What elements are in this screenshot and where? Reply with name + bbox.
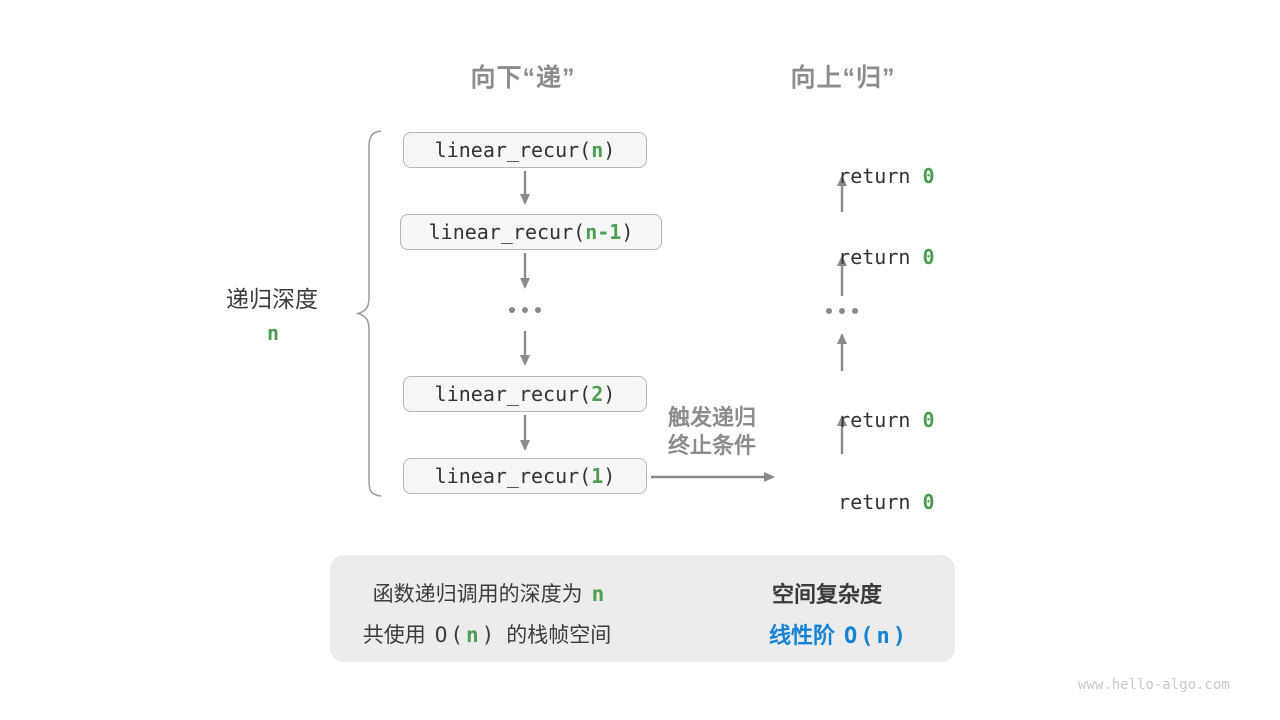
return-value: 0 (922, 490, 935, 514)
call-arg: 2 (591, 382, 604, 406)
summary-panel (330, 555, 955, 662)
watermark: www.hello-algo.com (1078, 677, 1230, 693)
call-box-1: linear_recur(1) (403, 458, 647, 494)
call-arg: n (591, 138, 604, 162)
header-ascend: 向上“归” (790, 64, 896, 92)
header-descend: 向下“递” (470, 64, 576, 92)
call-arg: n-1 (585, 220, 622, 244)
summary-var-n: n (591, 582, 608, 606)
recursion-depth-label: 递归深度 (226, 286, 318, 312)
call-box-2: linear_recur(2) (403, 376, 647, 412)
call-code: linear_recur( (434, 138, 592, 162)
ellipsis-left-icon (509, 307, 541, 313)
call-code: linear_recur( (434, 464, 592, 488)
return-value: 0 (922, 245, 935, 269)
recursion-depth-brace (355, 130, 382, 497)
return-value: 0 (922, 408, 935, 432)
recursion-depth-value: n (266, 321, 280, 345)
return-statement: return 0 (838, 408, 935, 432)
call-code: linear_recur( (434, 382, 592, 406)
return-value: 0 (922, 164, 935, 188)
return-statement: return 0 (838, 490, 935, 514)
call-box-n: linear_recur(n) (403, 132, 647, 168)
base-case-label: 触发递归 终止条件 (667, 405, 757, 458)
call-box-n-1: linear_recur(n-1) (400, 214, 662, 250)
return-statement: return 0 (838, 164, 935, 188)
return-statement: return 0 (838, 245, 935, 269)
ellipsis-right-icon (826, 308, 858, 314)
summary-var-n: n (465, 623, 482, 647)
space-complexity-title: 空间复杂度 (771, 582, 883, 607)
call-code: linear_recur( (428, 220, 586, 244)
call-arg: 1 (591, 464, 604, 488)
